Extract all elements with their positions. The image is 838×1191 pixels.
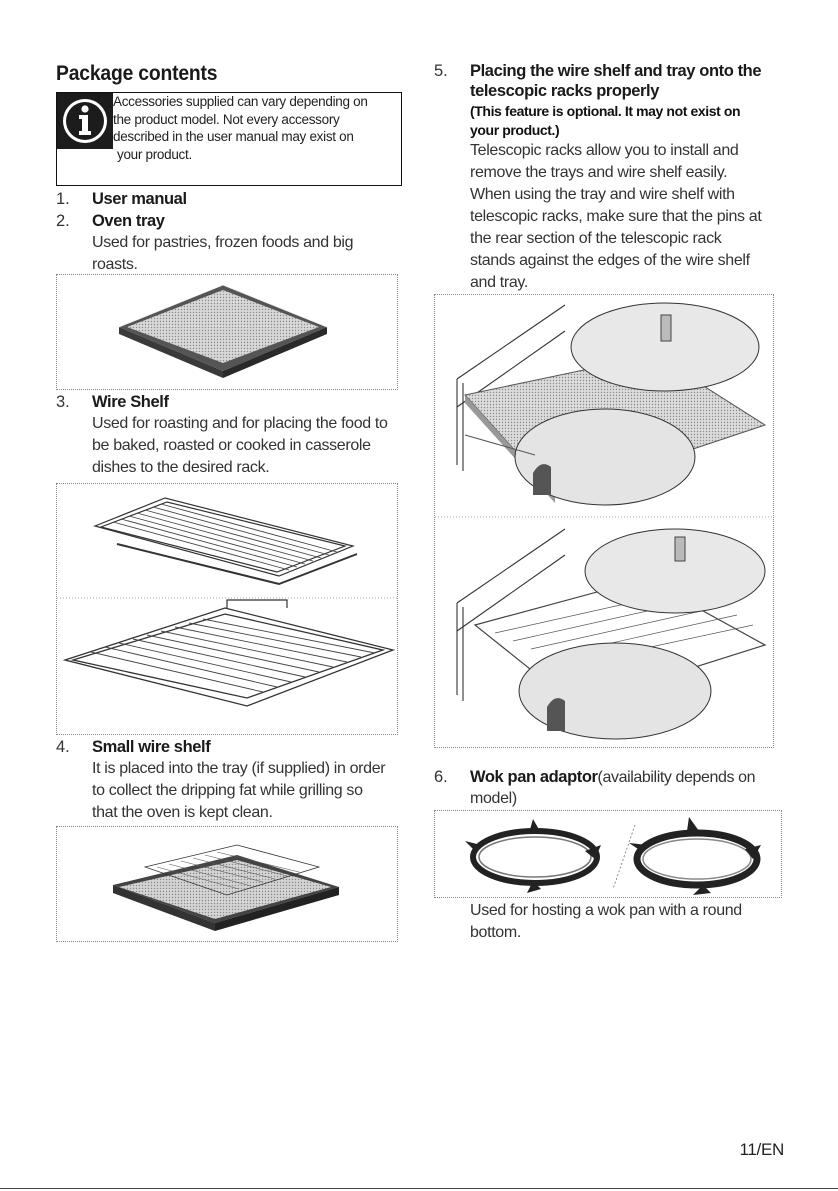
item-title: Wire Shelf — [92, 393, 169, 411]
wok-pan-adaptor-image — [434, 810, 782, 898]
item-text: to collect the dripping fat while grilli… — [92, 782, 363, 799]
item-title: User manual — [92, 190, 187, 208]
item-wok-pan-adaptor: 6. Wok pan adaptor(availability depends o… — [434, 766, 780, 810]
left-column: Package contents Accessories supplied ca… — [56, 62, 402, 942]
section-title: Package contents — [56, 62, 218, 85]
item-number: 4. — [56, 738, 70, 756]
page-bottom-rule — [0, 1188, 838, 1189]
small-wire-shelf-image — [56, 826, 398, 942]
item-text: Telescopic racks allow you to install an… — [470, 142, 739, 159]
optional-note: (This feature is optional. It may not ex… — [470, 102, 780, 140]
wok-description: Used for hosting a wok pan with a round … — [434, 900, 780, 944]
item-text: telescopic racks, make sure that the pin… — [470, 208, 762, 225]
item-text: bottom. — [470, 924, 521, 941]
item-number: 3. — [56, 393, 70, 411]
note-line: your product.) — [470, 122, 560, 138]
item-text: It is placed into the tray (if supplied)… — [92, 760, 386, 777]
info-line: Accessories supplied can vary depending … — [113, 94, 368, 109]
item-title-cont: telescopic racks properly — [470, 82, 660, 100]
item-user-manual: 1. User manual — [56, 188, 402, 210]
info-line: your product. — [117, 146, 192, 162]
item-number: 1. — [56, 190, 70, 208]
info-notice: Accessories supplied can vary depending … — [56, 92, 402, 186]
item-title-suffix: (availability depends on — [597, 769, 756, 786]
item-text: that the oven is kept clean. — [92, 804, 273, 821]
oven-tray-image — [56, 274, 398, 390]
item-text: Used for pastries, frozen foods and big — [92, 234, 354, 251]
item-text: remove the trays and wire shelf easily. — [470, 164, 728, 181]
item-text: Used for roasting and for placing the fo… — [92, 415, 388, 432]
item-text: the rear section of the telescopic rack — [470, 230, 722, 247]
item-title: Oven tray — [92, 212, 165, 230]
item-title: Small wire shelf — [92, 738, 211, 756]
item-text: be baked, roasted or cooked in casserole — [92, 437, 371, 454]
item-number: 6. — [434, 768, 448, 786]
item-telescopic-racks: 5. Placing the wire shelf and tray onto t… — [434, 60, 780, 294]
info-text: Accessories supplied can vary depending … — [113, 93, 401, 163]
info-icon — [57, 93, 113, 149]
item-number: 2. — [56, 212, 70, 230]
info-line: the product model. Not every accessory — [113, 111, 340, 127]
item-text: stands against the edges of the wire she… — [470, 252, 750, 269]
item-title: Wok pan adaptor — [470, 768, 598, 786]
info-line: described in the user manual may exist o… — [113, 129, 354, 144]
item-text: When using the tray and wire shelf with — [470, 186, 735, 203]
wire-shelf-image — [56, 483, 398, 735]
item-number: 5. — [434, 62, 448, 80]
item-text: Used for hosting a wok pan with a round — [470, 902, 742, 919]
item-text: roasts. — [92, 256, 138, 273]
item-text: and tray. — [470, 274, 528, 291]
note-line: (This feature is optional. It may not ex… — [470, 103, 741, 119]
item-text: dishes to the desired rack. — [92, 459, 270, 476]
telescopic-rack-image — [434, 294, 774, 748]
item-text: model) — [470, 790, 517, 807]
item-title: Placing the wire shelf and tray onto the — [470, 62, 762, 80]
item-wire-shelf: 3. Wire Shelf Used for roasting and for p… — [56, 391, 402, 479]
right-column: 5. Placing the wire shelf and tray onto t… — [434, 60, 782, 944]
item-small-wire-shelf: 4. Small wire shelf It is placed into the… — [56, 736, 402, 824]
page-number: 11/EN — [739, 1140, 785, 1159]
item-oven-tray: 2. Oven tray Used for pastries, frozen fo… — [56, 210, 402, 276]
